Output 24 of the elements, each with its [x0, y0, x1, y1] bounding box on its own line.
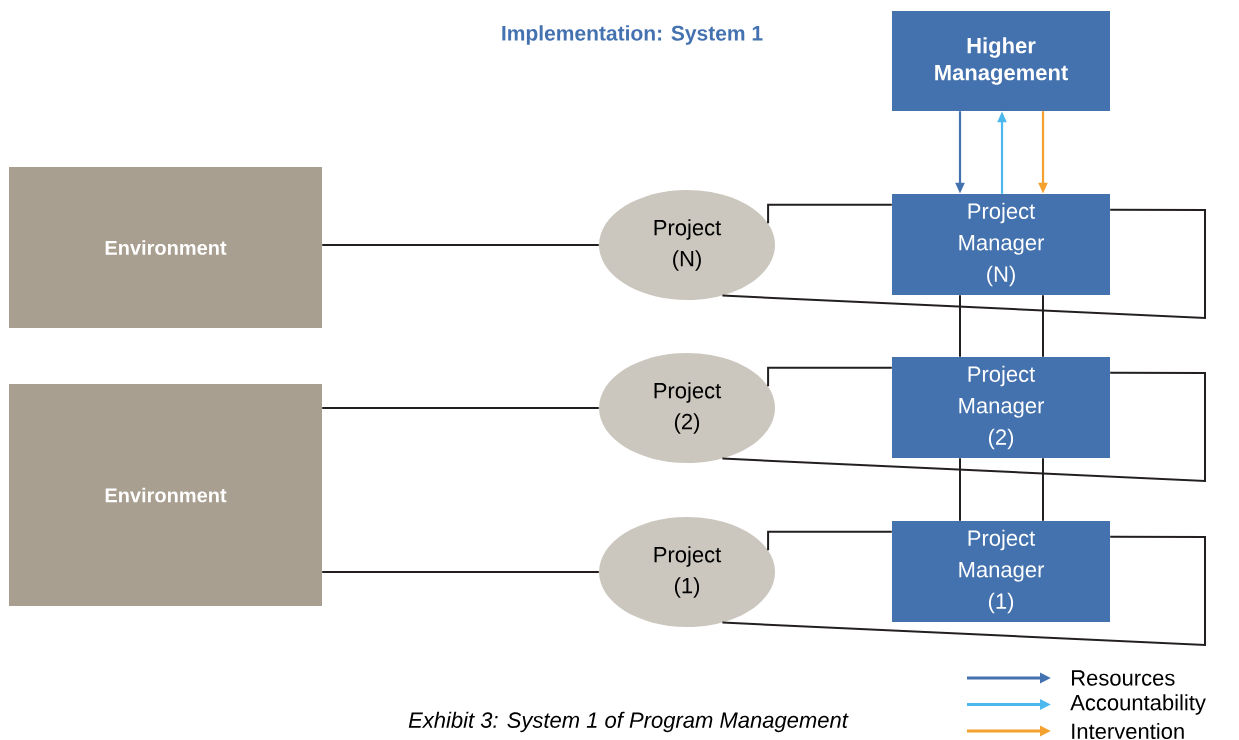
legend-label: Accountability: [1070, 694, 1206, 715]
legend-label: Resources: [1072, 670, 1175, 686]
caption: Exhibit 3: System 1 of Program Management: [408, 711, 849, 733]
manager-box: Project Manager (N): [892, 194, 1110, 295]
connector-line: [767, 203, 893, 225]
connector-line: [767, 366, 893, 388]
management-box: Higher Management: [892, 11, 1110, 111]
environment-box: Environment: [9, 167, 322, 328]
connector-line: [1042, 294, 1044, 358]
environment-box: Environment: [9, 384, 322, 606]
connector-line: [1042, 457, 1044, 522]
connector-line: [321, 407, 600, 409]
manager-box: Project Manager (2): [892, 357, 1110, 458]
connector-line: [959, 457, 961, 522]
connector-line: [767, 530, 893, 552]
legend-label: Intervention: [1072, 722, 1184, 740]
connector-line: [321, 571, 600, 573]
connector-line: [721, 371, 1206, 483]
connector-line: [721, 208, 1206, 320]
connector-line: [959, 294, 961, 358]
manager-box: Project Manager (1): [892, 521, 1110, 622]
title: Implementation: System 1: [502, 25, 763, 45]
connector-line: [721, 535, 1206, 647]
connector-line: [321, 244, 600, 246]
